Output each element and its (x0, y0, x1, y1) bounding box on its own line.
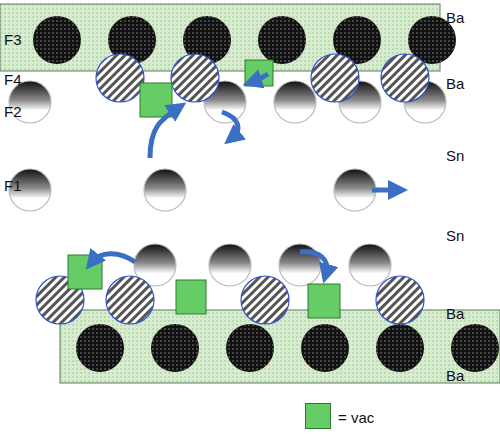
layer-label: Ba (446, 10, 464, 25)
ba-interface-atom (311, 54, 359, 102)
ba-atom (258, 16, 306, 64)
layer-label: Sn (446, 228, 464, 243)
ba-atom (451, 324, 499, 372)
ba-interface-atom (241, 276, 289, 324)
sn-atom (349, 244, 391, 286)
ba-atom (33, 16, 81, 64)
ba-atom (226, 324, 274, 372)
ba-atom (151, 324, 199, 372)
ba-interface-atom (376, 276, 424, 324)
sn-atom (209, 244, 251, 286)
layer-label: Sn (446, 148, 464, 163)
layer-label: Ba (446, 368, 464, 383)
layer-label: Ba (446, 306, 464, 321)
ba-atom (376, 324, 424, 372)
ba-interface-atom (381, 54, 429, 102)
layer-label: F3 (4, 32, 22, 47)
legend-swatch (305, 403, 331, 429)
ba-interface-atom (171, 54, 219, 102)
sn-atom (334, 169, 376, 211)
layer-label: F1 (4, 178, 22, 193)
ba-interface-atom (106, 276, 154, 324)
layer-label: F4 (4, 72, 22, 87)
legend-text: = vac (338, 410, 374, 425)
sn-atom (274, 81, 316, 123)
sn-atom (144, 169, 186, 211)
ba-atom (301, 324, 349, 372)
layer-label: Ba (446, 76, 464, 91)
ba-interface-atom (96, 54, 144, 102)
ba-atom (76, 324, 124, 372)
layer-label: F2 (4, 104, 22, 119)
